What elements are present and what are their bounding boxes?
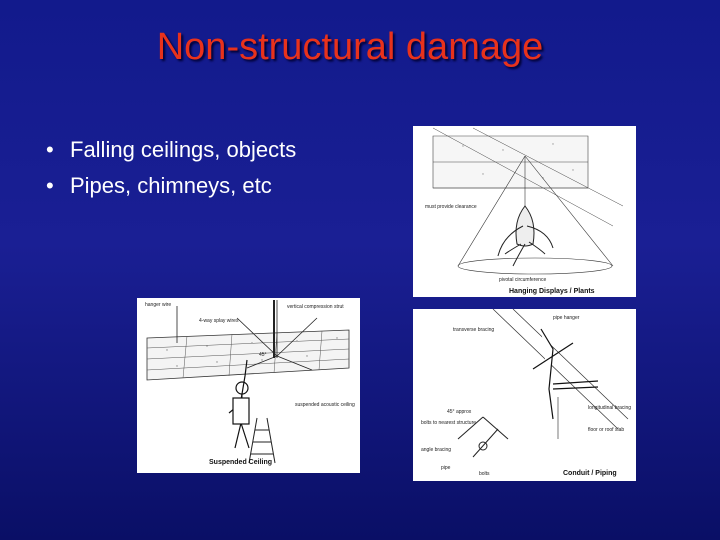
label-pipe-hanger: pipe hanger — [553, 315, 580, 321]
bullet-item-ceilings: Falling ceilings, objects — [46, 136, 376, 163]
bullet-list: Falling ceilings, objects Pipes, chimney… — [46, 136, 376, 208]
caption-suspended-ceiling: Suspended Ceiling — [209, 459, 272, 466]
label-hanger-wire: hanger wire — [145, 302, 171, 308]
label-pipe: pipe — [441, 465, 451, 471]
suspended-ceiling-drawing: hanger wire vertical compression strut 4… — [145, 300, 355, 466]
label-acoustic-ceiling: suspended acoustic ceiling — [295, 402, 355, 408]
label-pivotal: pivotal circumference — [499, 277, 546, 283]
label-angle-bracing: angle bracing — [421, 447, 451, 453]
hanging-displays-drawing: must provide clearance pivotal circumfer… — [425, 127, 624, 295]
label-bolts-structure: bolts to nearest structure — [421, 420, 476, 426]
label-angle-piping: 45° approx — [447, 409, 472, 415]
caption-hanging-displays: Hanging Displays / Plants — [509, 288, 595, 295]
conduit-piping-drawing: pipe hanger transverse bracing longitudi… — [421, 309, 631, 477]
suspended-ceiling-figure: hanger wire vertical compression strut 4… — [137, 298, 360, 473]
label-floor: floor or roof slab — [588, 427, 624, 433]
conduit-piping-figure: pipe hanger transverse bracing longitudi… — [413, 309, 636, 481]
hanging-displays-figure: must provide clearance pivotal circumfer… — [413, 126, 636, 297]
label-clearance: must provide clearance — [425, 204, 477, 210]
slide-title: Non-structural damage — [156, 26, 544, 68]
label-four-way-splay: 4-way splay wires — [199, 318, 239, 324]
bullet-item-pipes: Pipes, chimneys, etc — [46, 172, 376, 199]
label-transverse: transverse bracing — [453, 327, 494, 333]
label-vertical-strut: vertical compression strut — [287, 304, 344, 310]
label-bolts: bolts — [479, 471, 490, 477]
label-longitudinal: longitudinal bracing — [588, 405, 631, 411]
caption-conduit-piping: Conduit / Piping — [563, 470, 617, 477]
label-angle-ceiling: 45° — [259, 352, 267, 358]
